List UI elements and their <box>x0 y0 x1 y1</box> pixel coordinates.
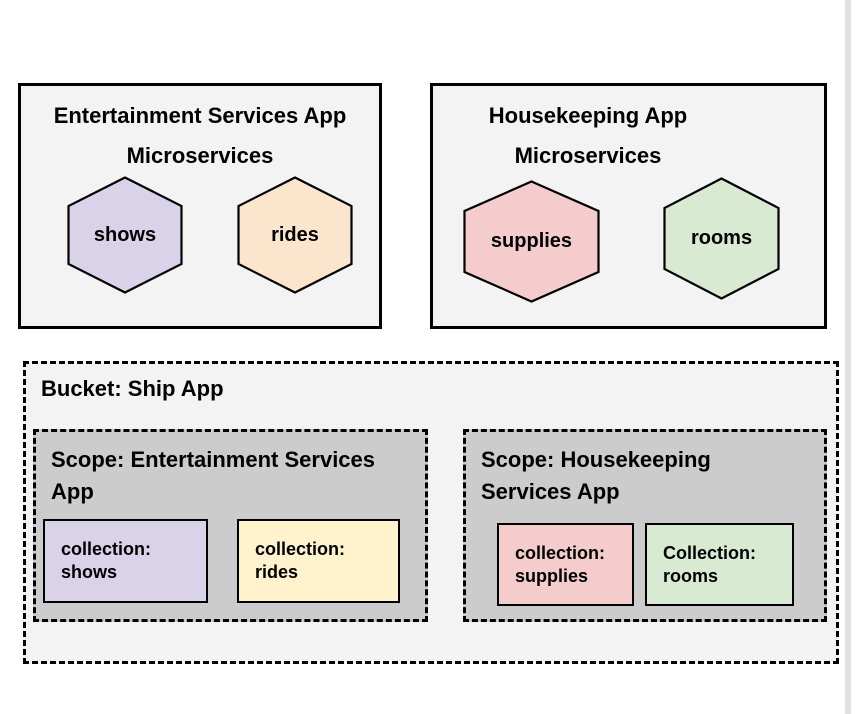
entertainment-app-box: Entertainment Services App Microservices… <box>18 83 382 329</box>
collection-supplies-box: collection: supplies <box>497 523 634 606</box>
housekeeping-app-box: Housekeeping App Microservices supplies … <box>430 83 827 329</box>
app-title-line1: Housekeeping App <box>488 103 688 128</box>
scope-title-line2: Services App <box>481 479 620 504</box>
collection-label-line1: collection: <box>515 542 606 563</box>
scope-entertainment-box: Scope: Entertainment Services App collec… <box>33 429 428 622</box>
app-title-line2: Microservices <box>126 143 274 168</box>
collection-label-line1: collection: <box>61 539 152 559</box>
collection-shows-box: collection: shows <box>43 519 208 603</box>
hexagon-service-shows: shows <box>67 176 183 294</box>
collection-label-line2: supplies <box>515 565 589 586</box>
bucket-title: Bucket: Ship App <box>41 376 224 401</box>
collection-label-line2: shows <box>61 562 118 582</box>
hexagon-icon <box>463 180 600 303</box>
housekeeping-app-title: Housekeeping App Microservices <box>433 96 743 176</box>
hexagon-service-rooms: rooms <box>663 177 780 300</box>
scope-title-line2: App <box>51 479 94 504</box>
app-title-line2: Microservices <box>514 143 662 168</box>
scope-entertainment-title: Scope: Entertainment Services App <box>51 444 375 508</box>
scope-housekeeping-box: Scope: Housekeeping Services App collect… <box>463 429 827 622</box>
scope-housekeeping-title: Scope: Housekeeping Services App <box>481 444 711 508</box>
collection-rides-box: collection: rides <box>237 519 400 603</box>
hexagon-icon <box>67 176 183 294</box>
scrollbar-track[interactable] <box>845 0 851 714</box>
collection-rooms-box: Collection: rooms <box>645 523 794 606</box>
collection-label-line2: rides <box>255 562 299 582</box>
collection-label-line1: collection: <box>255 539 346 559</box>
hexagon-service-supplies: supplies <box>463 180 600 303</box>
collection-label-line1: Collection: <box>663 542 756 563</box>
hexagon-label-rooms: rooms <box>690 227 753 249</box>
hexagon-icon <box>237 176 353 294</box>
hexagon-icon <box>663 177 780 300</box>
scope-title-line1: Scope: Housekeeping <box>481 447 711 472</box>
hexagon-label-supplies: supplies <box>490 230 573 252</box>
app-title-line1: Entertainment Services App <box>53 103 347 128</box>
entertainment-app-title: Entertainment Services App Microservices <box>21 96 379 176</box>
scope-title-line1: Scope: Entertainment Services <box>51 447 376 472</box>
hexagon-label-shows: shows <box>93 223 157 246</box>
hexagon-label-rides: rides <box>271 223 319 246</box>
bucket-ship-app-box: Bucket: Ship App Scope: Entertainment Se… <box>23 361 839 664</box>
collection-label-line2: rooms <box>663 565 719 586</box>
hexagon-service-rides: rides <box>237 176 353 294</box>
